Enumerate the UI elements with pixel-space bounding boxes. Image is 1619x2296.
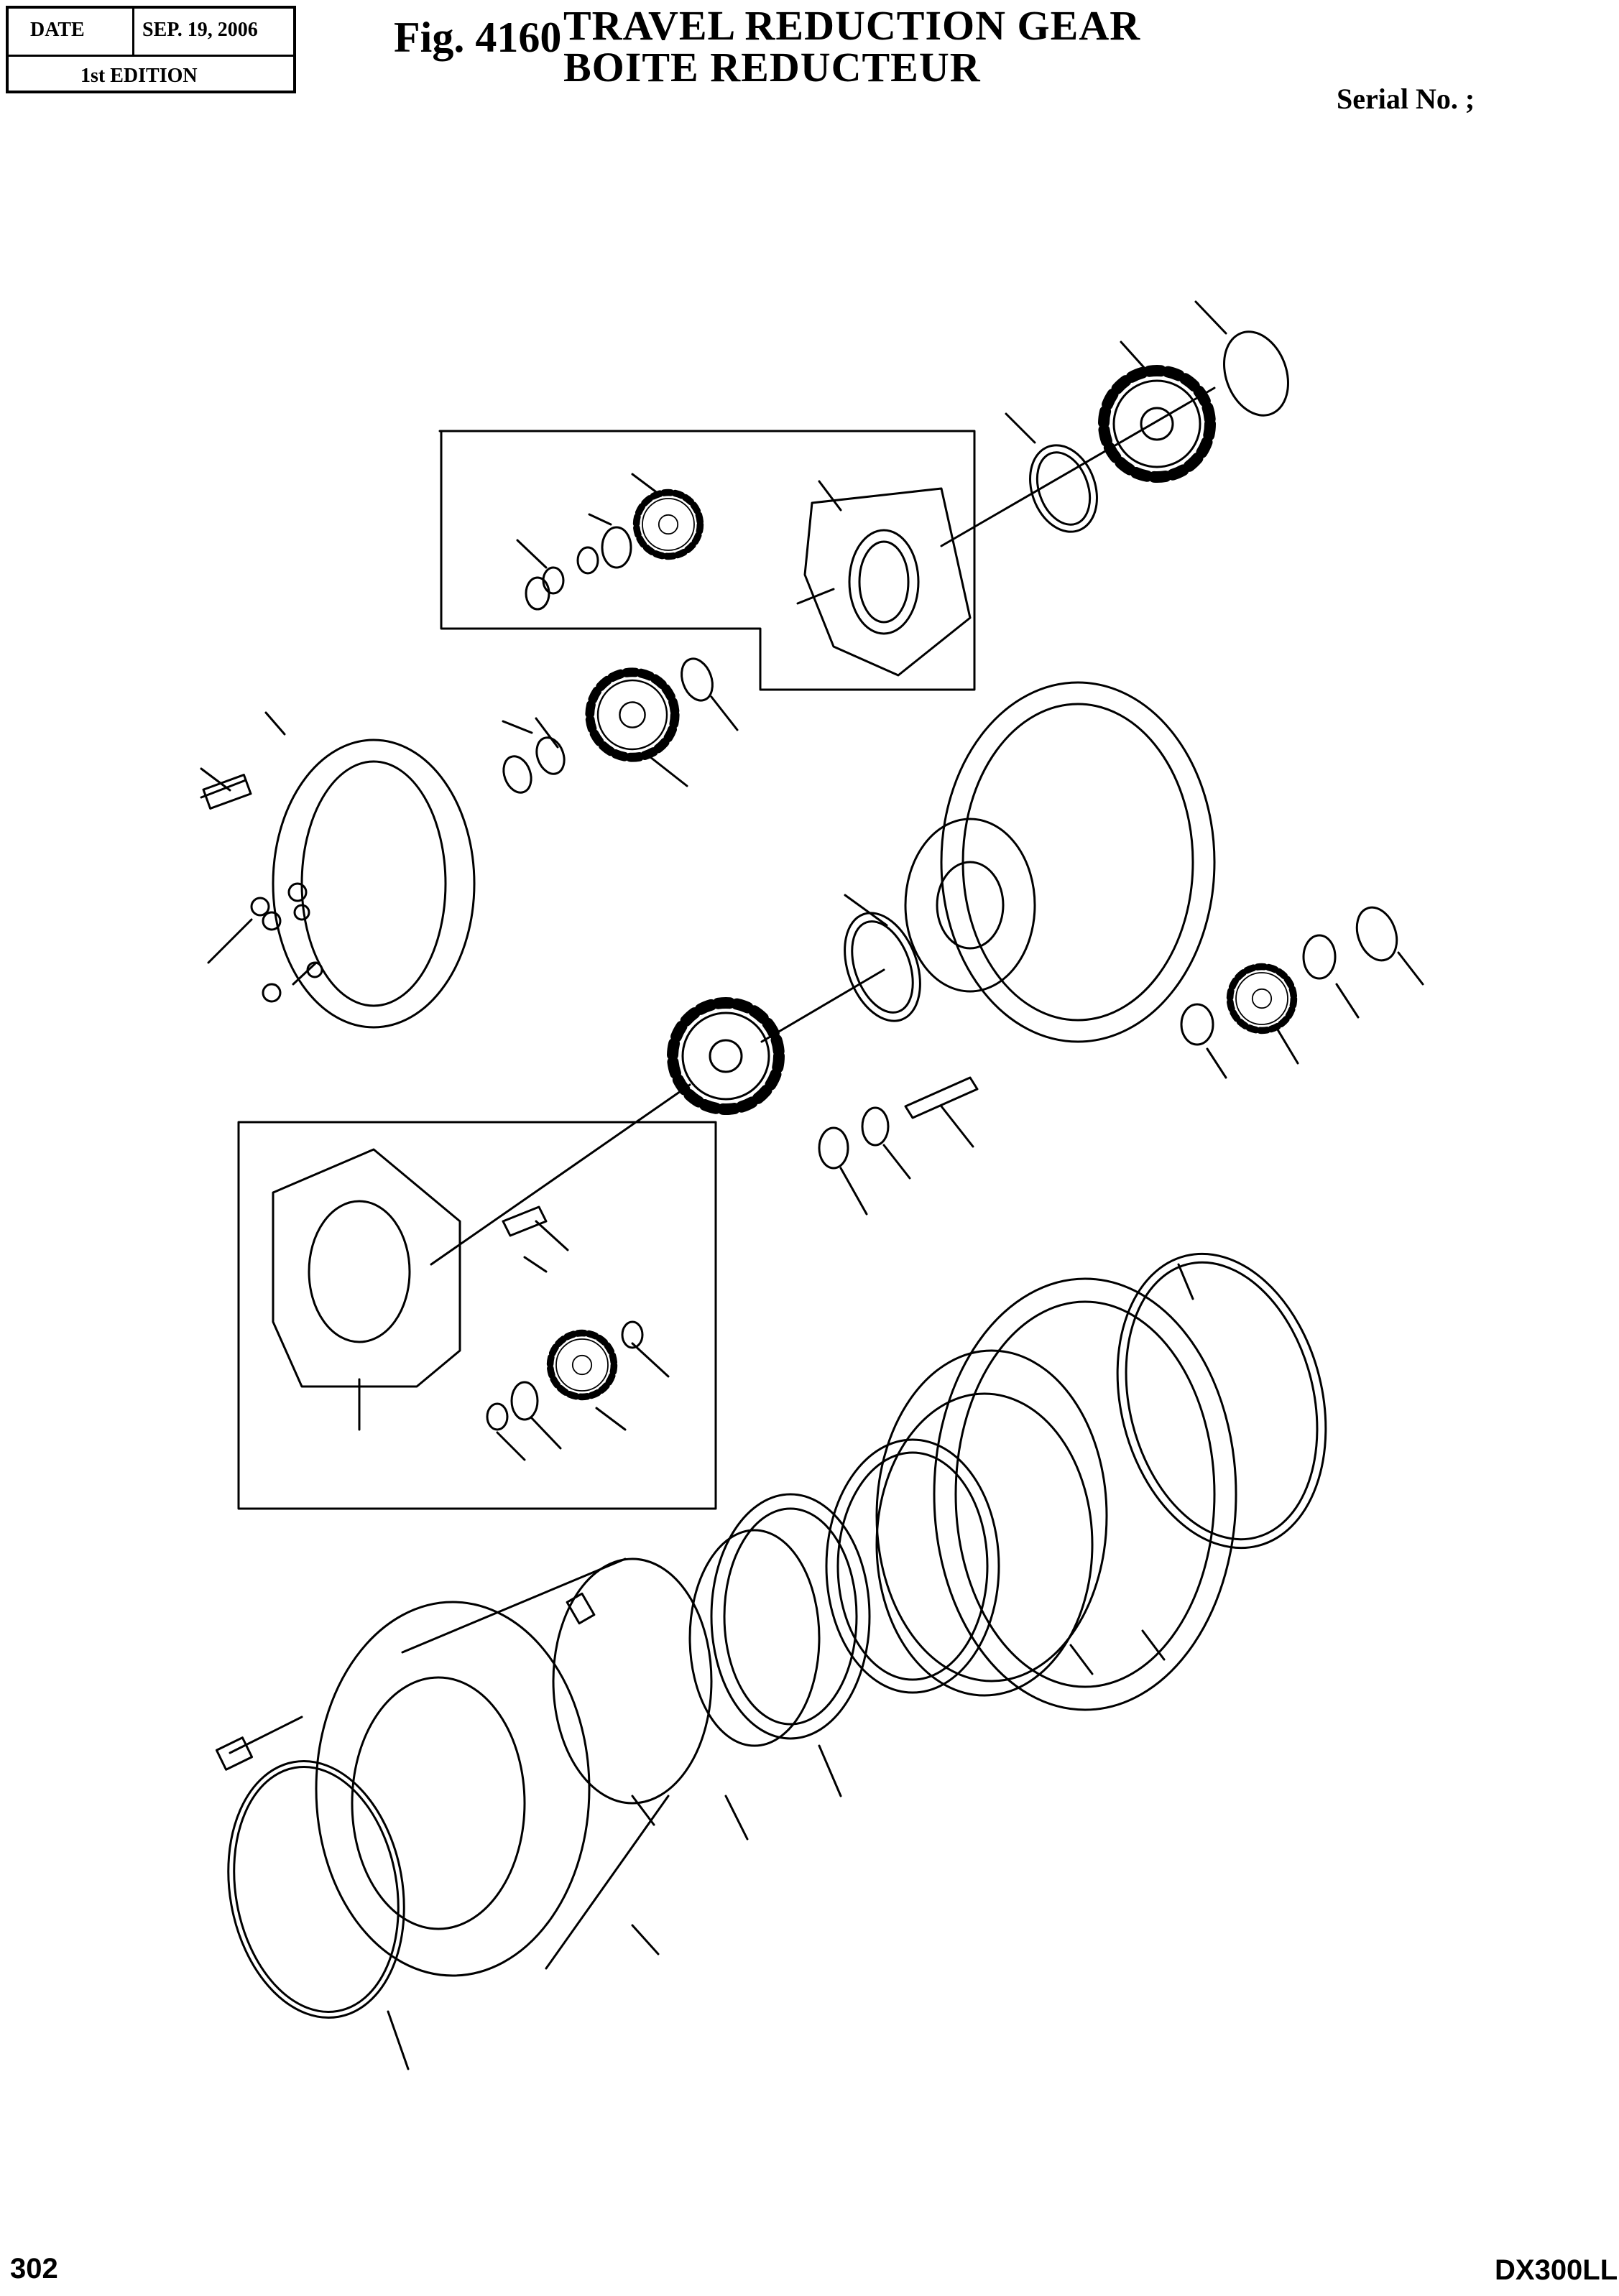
small-gear-top-inset xyxy=(637,493,701,557)
page-number: 302 xyxy=(10,2253,58,2285)
motor-housing xyxy=(904,681,1216,1043)
gasket-right xyxy=(1116,1252,1327,1550)
edition-box-divider xyxy=(132,9,134,55)
hub-housing xyxy=(315,1557,713,1977)
bolt-lower-left xyxy=(215,1716,303,1771)
gear-middle-upper xyxy=(590,672,675,757)
needle-bearing-right xyxy=(1302,934,1337,980)
small-parts-lower xyxy=(486,1205,644,1431)
date-label: DATE xyxy=(30,19,85,41)
small-nuts-left xyxy=(250,897,282,1003)
small-parts-top-inset xyxy=(525,526,632,611)
leader-lines xyxy=(200,300,1424,2070)
edition-label: 1st EDITION xyxy=(80,65,198,87)
small-gear-right xyxy=(1230,967,1294,1031)
washer-center xyxy=(861,1106,890,1147)
top-inset-frame xyxy=(438,430,976,691)
model-code: DX300LL xyxy=(1495,2254,1618,2286)
date-value: SEP. 19, 2006 xyxy=(142,19,258,41)
edition-box: DATE SEP. 19, 2006 1st EDITION xyxy=(6,6,296,93)
set-screw xyxy=(566,1592,596,1625)
figure-number: Fig. 4160 xyxy=(394,14,562,61)
snap-rings-middle xyxy=(502,657,714,794)
title-english: TRAVEL REDUCTION GEAR xyxy=(563,2,1141,49)
ring-top xyxy=(1029,444,1098,533)
rim-housing-right xyxy=(875,1277,1237,1711)
gear-top-right xyxy=(1104,371,1210,477)
title-french: BOITE REDUCTEUR xyxy=(563,44,981,91)
planet-carrier-lower xyxy=(272,1148,461,1388)
lower-inset-frame xyxy=(237,1121,717,1510)
pin-center xyxy=(904,1076,979,1119)
small-gear-lower xyxy=(550,1333,614,1397)
o-ring-lower xyxy=(227,1760,405,2019)
bolt-left-upper xyxy=(200,774,252,810)
serial-number: Serial No. ; xyxy=(1337,83,1475,115)
assembly-axis xyxy=(430,386,1216,1266)
gear-center xyxy=(673,1003,779,1109)
ring-middle xyxy=(844,912,921,1022)
snap-ring-top xyxy=(1223,330,1289,417)
bushing-right xyxy=(1180,1003,1214,1046)
edition-box-row xyxy=(9,9,293,57)
thrust-washer-right xyxy=(1355,906,1398,962)
bearing-rings xyxy=(688,1392,1094,1747)
snap-ring-center xyxy=(818,1126,849,1170)
sun-gear-cover xyxy=(272,739,476,1029)
planet-carrier-top xyxy=(796,487,972,677)
